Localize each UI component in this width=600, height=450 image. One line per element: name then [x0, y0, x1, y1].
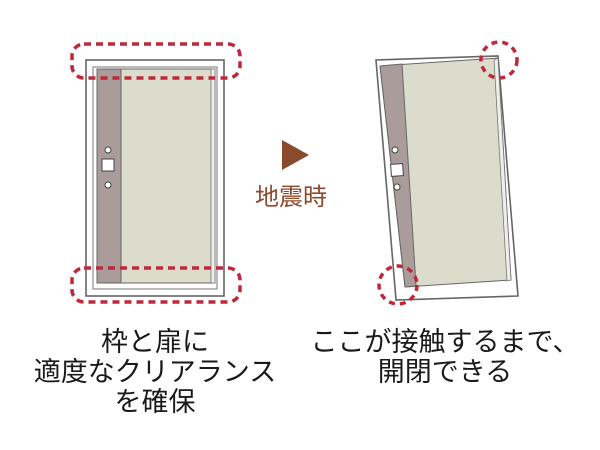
caption-line: 適度なクリアランス: [33, 357, 277, 388]
caption-contact: ここが接触するまで、 開閉できる: [290, 328, 600, 388]
door-lock: [101, 158, 115, 172]
caption-line: ここが接触するまで、: [310, 327, 580, 358]
play-arrow-icon: [282, 140, 309, 170]
earthquake-label: 地震時: [255, 183, 327, 211]
door-edge-strip: [210, 68, 216, 284]
tilted-door-edge-strip: [493, 57, 512, 282]
door-hinge-strip: [96, 68, 122, 284]
door-knob-top: [104, 146, 112, 154]
tilted-lock: [390, 163, 404, 177]
top-contact-point: [479, 40, 519, 80]
caption-line: を確保: [114, 387, 196, 418]
caption-clearance: 枠と扉に 適度なクリアランス を確保: [0, 328, 310, 418]
tilted-knob-bottom: [393, 183, 401, 191]
bottom-clearance-highlight: [70, 266, 242, 304]
caption-line: 枠と扉に: [101, 327, 209, 358]
tilted-knob-top: [391, 146, 399, 154]
door-normal: [70, 42, 242, 304]
door-knob-bottom: [104, 181, 112, 189]
top-clearance-highlight: [70, 42, 242, 80]
door-tilted: [375, 40, 519, 306]
caption-line: 開閉できる: [377, 357, 513, 388]
bottom-contact-point: [377, 264, 419, 306]
